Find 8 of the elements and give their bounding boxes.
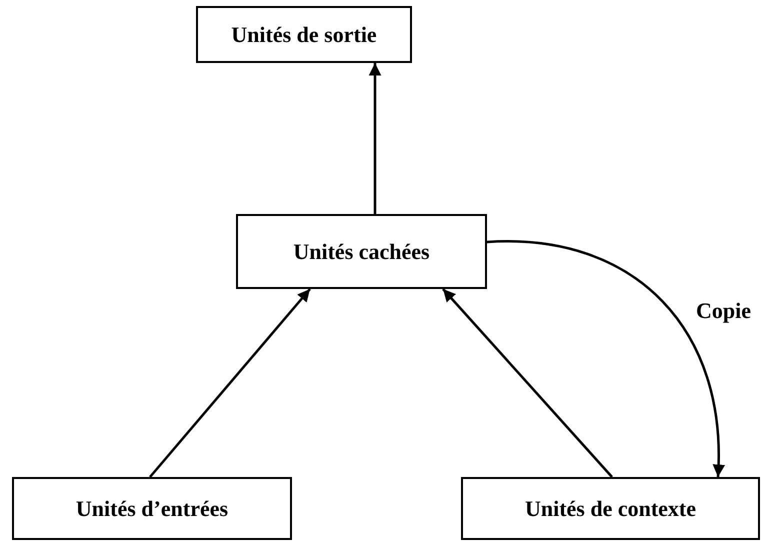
unit-box: Unités de sortie [196,6,412,63]
arrow [487,240,724,478]
arrow [149,288,311,478]
arrow [442,288,613,478]
unit-box: Unités d’entrées [12,477,292,540]
arrow [368,63,382,214]
unit-box: Unités de contexte [461,477,760,540]
unit-box: Unités cachées [236,214,487,289]
